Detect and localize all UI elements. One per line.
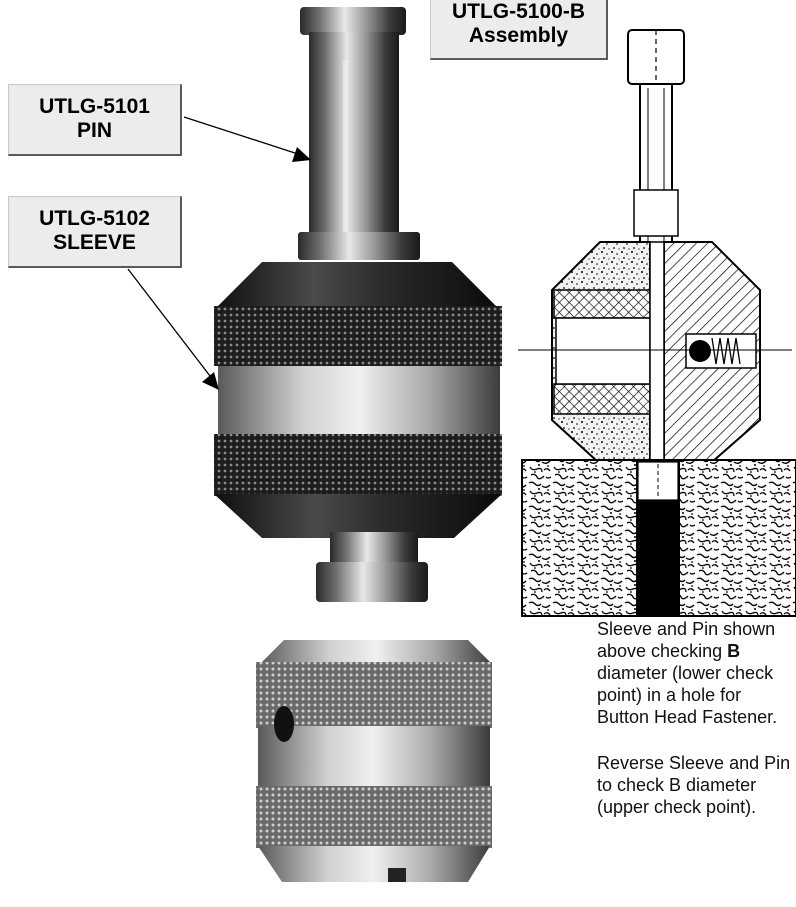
assembly-label: Assembly xyxy=(468,24,569,47)
assembly-part-number: UTLG-5100-B xyxy=(451,0,586,23)
pin-label: PIN xyxy=(76,119,112,142)
caption-lower-check-point: Sleeve and Pin shown above checking B di… xyxy=(597,618,796,728)
sleeve-part-number: UTLG-5102 xyxy=(39,207,150,230)
caption-1-bold: B xyxy=(727,641,741,661)
pin-arrow xyxy=(183,116,311,162)
pin-callout: UTLG-5101 PIN xyxy=(8,84,182,156)
caption-upper-check-point: Reverse Sleeve and Pin to check B diamet… xyxy=(597,753,791,817)
sleeve-photo xyxy=(256,640,492,882)
caption-1-part1: Sleeve and Pin shown above checking xyxy=(597,619,776,661)
caption-1-part2: diameter (lower check point) in a hole f… xyxy=(597,663,778,727)
section-drawing xyxy=(518,29,796,617)
sleeve-label: SLEEVE xyxy=(53,231,136,254)
assembly-photo xyxy=(214,7,502,602)
sleeve-arrow xyxy=(127,268,219,390)
assembly-callout: UTLG-5100-B Assembly xyxy=(430,0,608,60)
sleeve-callout: UTLG-5102 SLEEVE xyxy=(8,196,182,268)
pin-part-number: UTLG-5101 xyxy=(39,95,150,118)
